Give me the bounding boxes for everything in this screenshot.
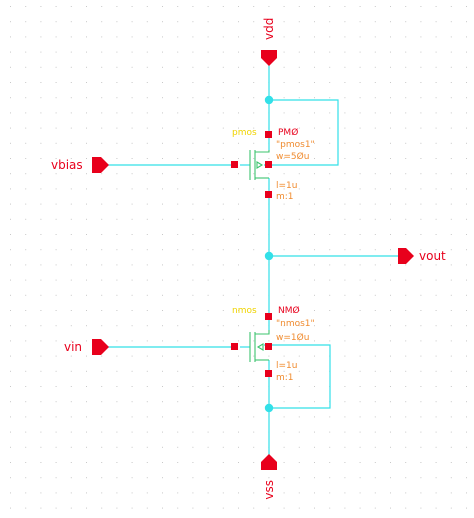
pmos-model-name: "pmos1" <box>276 140 315 150</box>
nmos-model-name: "nmos1" <box>276 319 315 329</box>
nmos-length-param: l=1u <box>276 361 297 371</box>
pmos-transistor-symbol[interactable] <box>249 150 270 180</box>
pmos-gate-terminal[interactable] <box>231 161 238 168</box>
nmos-bulk-loop-wire[interactable] <box>264 344 331 409</box>
pins <box>92 50 414 470</box>
device-symbols <box>249 150 270 362</box>
vss-pin-label: vss <box>262 480 276 500</box>
pmos-length-param: l=1u <box>276 181 297 191</box>
vss-pin-icon[interactable] <box>261 454 277 470</box>
vin-pin-icon[interactable] <box>92 339 109 355</box>
pmos-bulk-terminal[interactable] <box>265 161 272 168</box>
junctions <box>264 95 274 413</box>
vdd-pin-label: vdd <box>262 18 276 40</box>
junction-vdd-node[interactable] <box>264 95 274 105</box>
vin-pin-label: vin <box>64 340 82 354</box>
vout-pin-icon[interactable] <box>398 248 414 264</box>
terminal-squares <box>231 131 272 377</box>
grid-dots <box>10 6 467 509</box>
nmos-gate-terminal[interactable] <box>231 343 238 350</box>
pmos-instance-name: PMØ <box>278 127 298 138</box>
vbias-pin-label: vbias <box>51 158 83 172</box>
pmos-source-terminal[interactable] <box>265 191 272 198</box>
junction-vss-node[interactable] <box>264 403 274 413</box>
pmos-multiplier-param: m:1 <box>276 192 294 202</box>
nmos-transistor-symbol[interactable] <box>249 330 270 362</box>
nmos-instance-name: NMØ <box>278 305 300 316</box>
nmos-source-terminal[interactable] <box>265 370 272 377</box>
nmos-multiplier-param: m:1 <box>276 373 294 383</box>
nmos-drain-terminal[interactable] <box>265 313 272 320</box>
nmos-bulk-terminal[interactable] <box>265 343 272 350</box>
junction-vout-node[interactable] <box>264 251 274 261</box>
pmos-width-param: w=5Øu <box>276 151 309 162</box>
nmos-width-param: w=1Øu <box>276 332 309 343</box>
pmos-type-label: pmos <box>232 128 257 138</box>
vbias-pin-icon[interactable] <box>92 157 109 173</box>
wires <box>108 64 400 458</box>
pmos-drain-terminal[interactable] <box>265 131 272 138</box>
vdd-pin-icon[interactable] <box>261 50 277 66</box>
pmos-bulk-loop-wire[interactable] <box>264 99 339 166</box>
nmos-type-label: nmos <box>232 306 257 316</box>
vout-pin-label: vout <box>419 249 446 263</box>
